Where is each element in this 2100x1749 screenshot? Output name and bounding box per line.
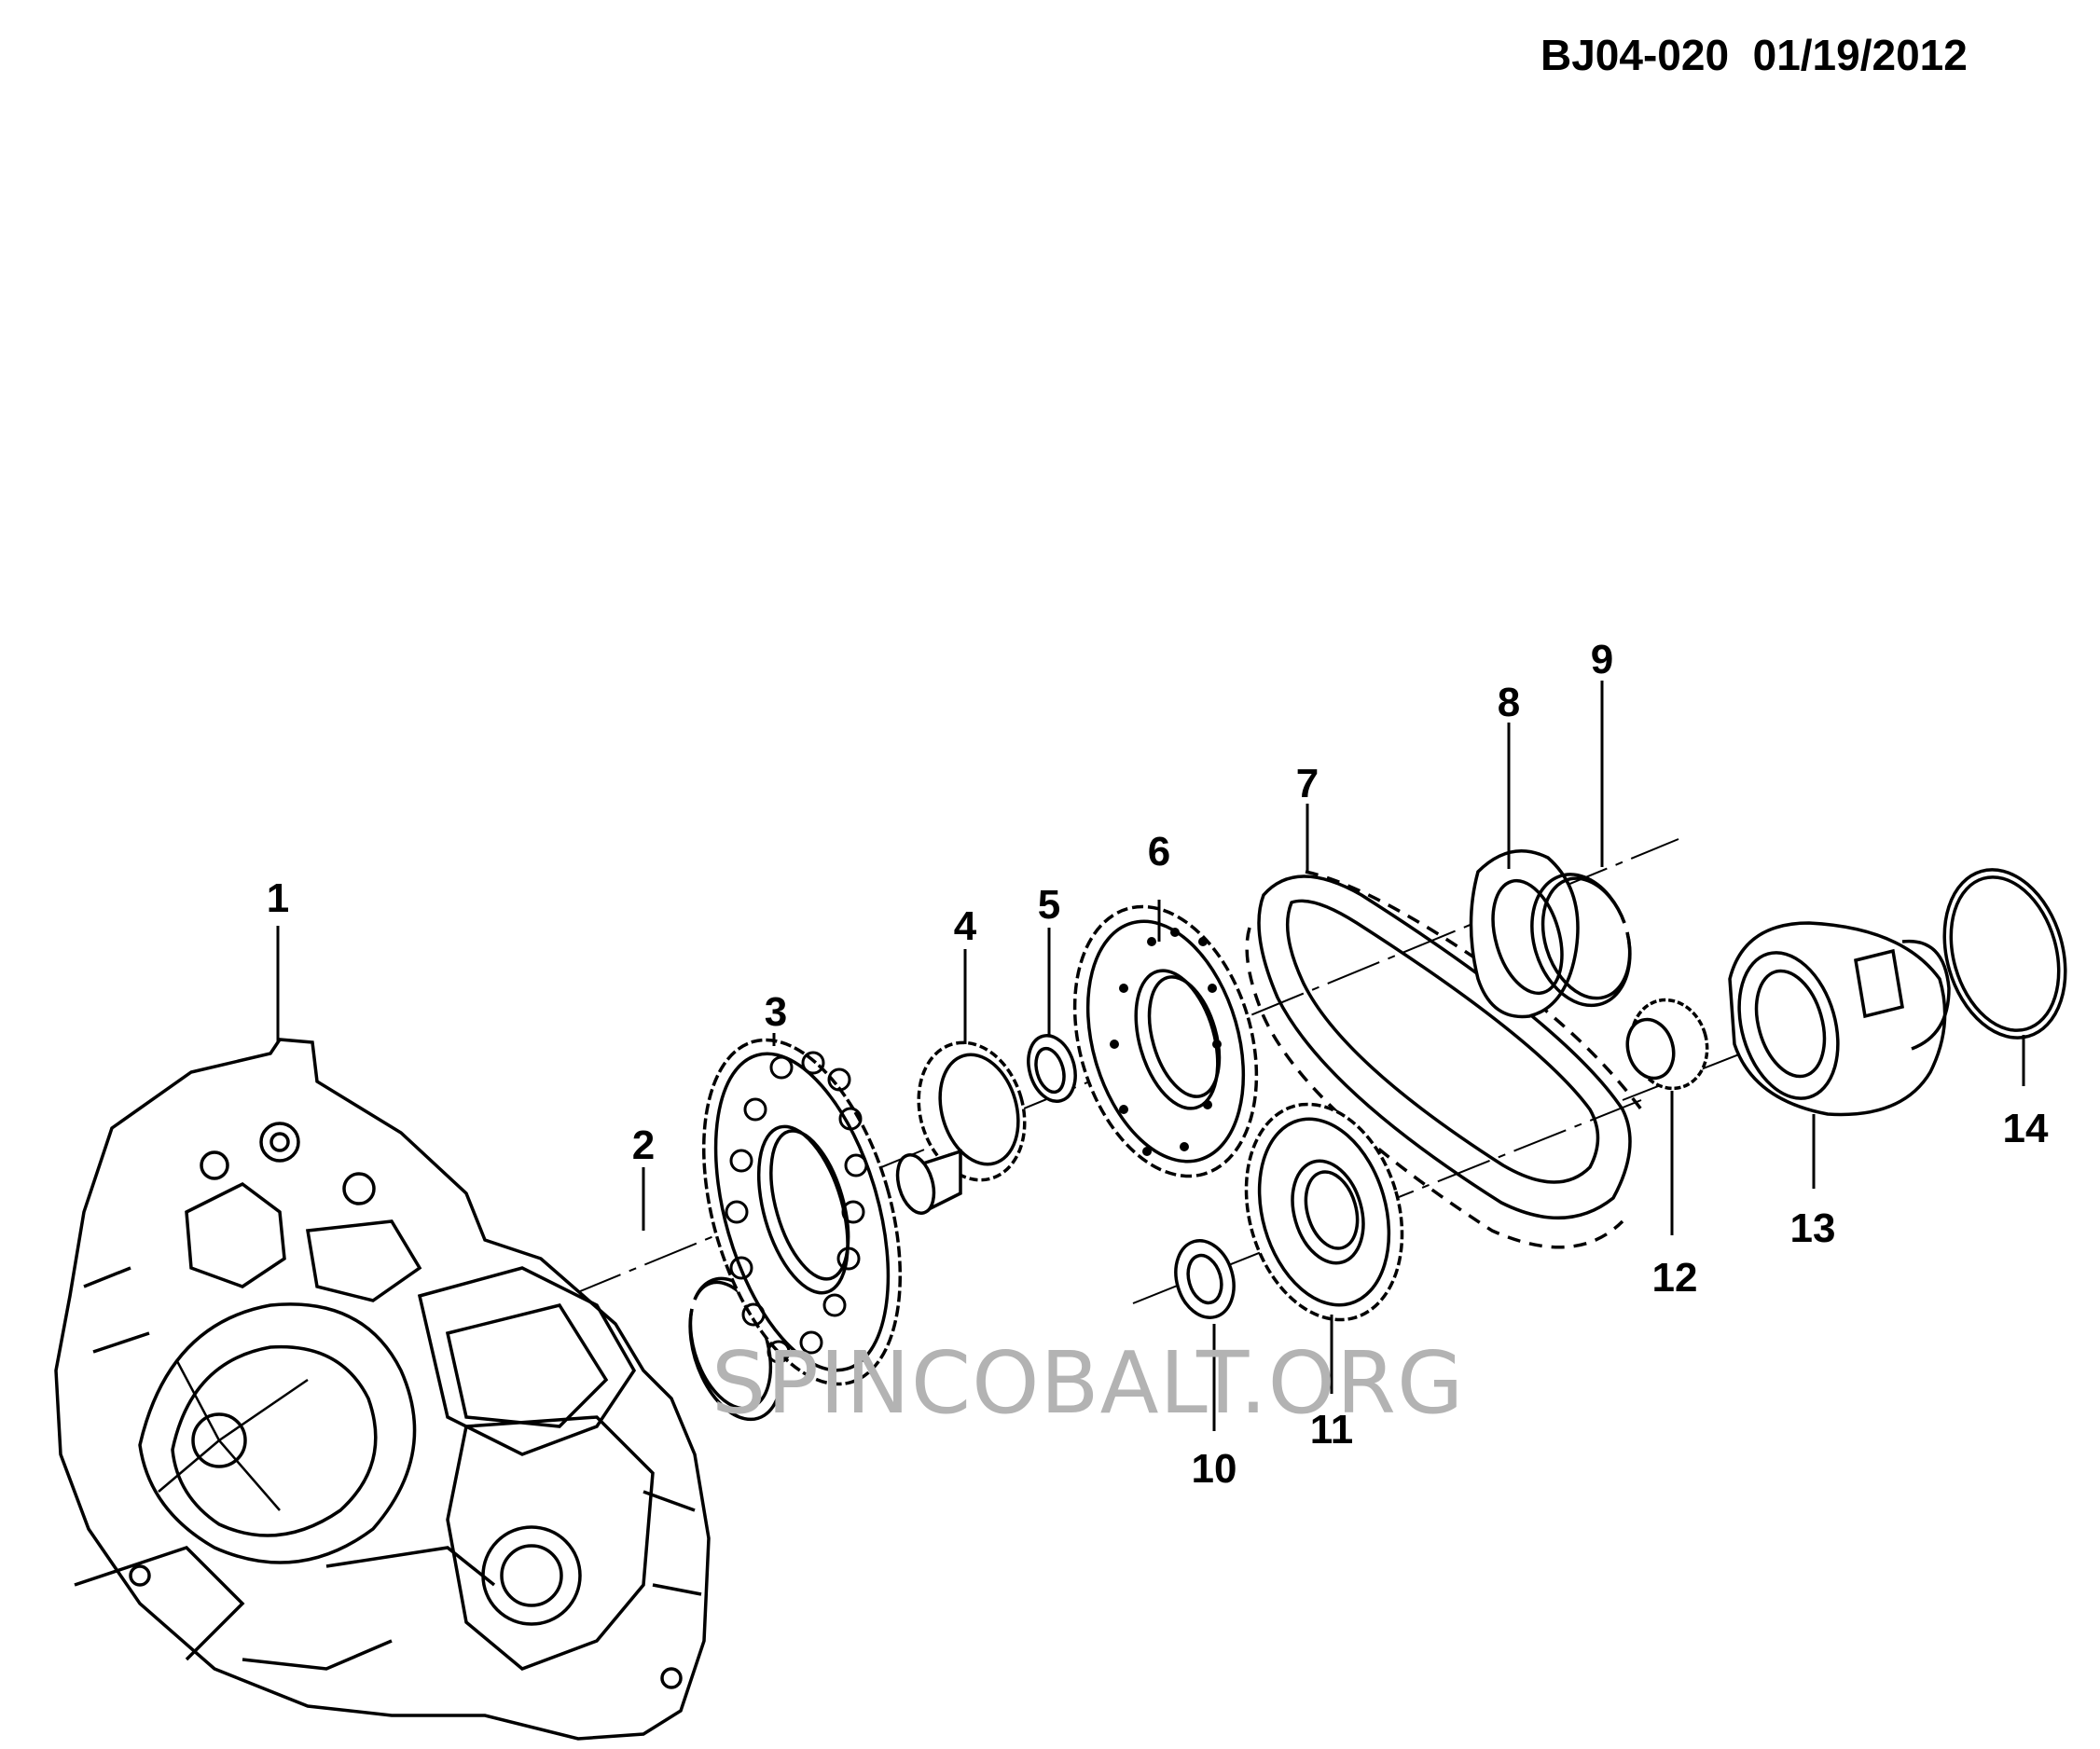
part-4-shaft-gear: [895, 1040, 1027, 1215]
part-3-gear: [701, 1038, 903, 1386]
callout-5: 5: [1038, 882, 1060, 928]
callout-14: 14: [2003, 1106, 2049, 1151]
part-13-differential-case: [1728, 921, 1951, 1117]
callout-12: 12: [1652, 1255, 1698, 1301]
callout-10: 10: [1192, 1446, 1237, 1492]
callout-numbers: 1 2 3 4 5 6 7 8 9 10 11 12 13 14: [267, 637, 2049, 1492]
part-12-pinion: [1625, 998, 1709, 1091]
callout-13: 13: [1790, 1205, 1836, 1251]
callout-4: 4: [954, 903, 977, 949]
diagram-code: BJ04-020: [1540, 31, 1730, 79]
callout-9: 9: [1591, 637, 1613, 682]
part-10-washer: [1174, 1239, 1236, 1319]
callout-2: 2: [632, 1122, 655, 1168]
callout-6: 6: [1148, 829, 1170, 874]
part-2-snap-ring: [688, 1276, 784, 1422]
diagram-code-date: BJ04-020 01/19/2012: [1540, 30, 1968, 80]
transmission-housing: [54, 1038, 711, 1741]
part-9-snap-ring: [1530, 873, 1632, 1008]
callout-8: 8: [1498, 680, 1520, 725]
watermark-text: SPINCOBALT.ORG: [712, 1333, 1464, 1433]
callout-1: 1: [267, 875, 289, 921]
diagram-date: 01/19/2012: [1752, 31, 1968, 79]
part-11-driven-gear: [1244, 1102, 1404, 1322]
callout-3: 3: [765, 989, 787, 1035]
part-6-sprocket: [1072, 904, 1259, 1178]
part-14-snap-ring: [1942, 868, 2067, 1040]
callout-7: 7: [1296, 761, 1319, 806]
callout-11: 11: [1310, 1407, 1354, 1453]
part-5-bearing-ring: [1027, 1034, 1077, 1103]
leader-lines: [276, 681, 2025, 1431]
